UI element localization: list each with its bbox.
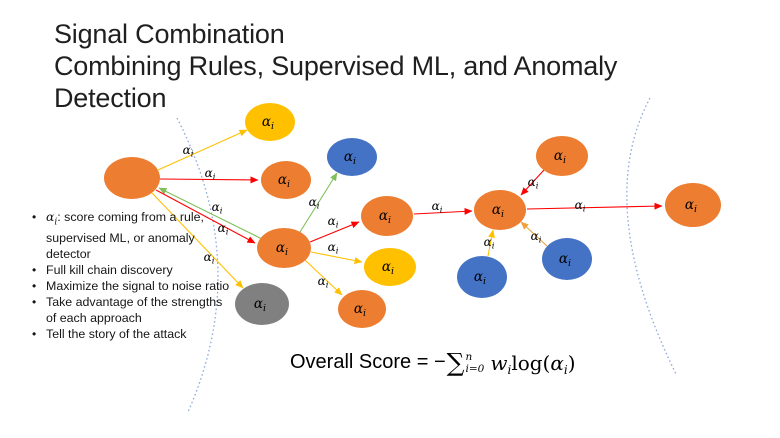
- bullet-item: αi: score coming from a rule, supervised…: [30, 209, 230, 262]
- arc-right: [626, 97, 677, 375]
- alpha-symbol: α: [550, 350, 564, 375]
- node-label: αi: [559, 251, 571, 269]
- edge-label: αi: [528, 175, 539, 192]
- slide-title: Signal Combination Combining Rules, Supe…: [54, 18, 617, 114]
- close-paren: ): [567, 350, 576, 375]
- node-label: αi: [492, 202, 504, 220]
- node-blue-left: [457, 256, 507, 298]
- edge-orangetr-hub: [520, 169, 545, 196]
- node-label: αi: [254, 296, 266, 314]
- node-blue-right: [542, 238, 592, 280]
- edge-label: αi: [328, 240, 339, 257]
- node-label: αi: [554, 148, 566, 166]
- minus-sign: −: [433, 351, 446, 373]
- node-label: αi: [276, 240, 288, 258]
- node-hub: [474, 190, 526, 230]
- node-gray: [235, 283, 289, 325]
- weight-symbol: w: [490, 350, 508, 375]
- node-label: αi: [278, 172, 290, 190]
- title-line-2: Combining Rules, Supervised ML, and Anom…: [54, 51, 618, 81]
- formula-prefix: Overall Score =: [290, 351, 434, 373]
- bullet-item: Full kill chain discovery: [30, 262, 230, 278]
- edge-label: αi: [318, 274, 329, 291]
- sigma-limits: n i=0: [466, 352, 485, 374]
- edge-label: αi: [183, 143, 194, 160]
- bullet-item: Tell the story of the attack: [30, 326, 230, 342]
- node-label: αi: [379, 208, 391, 226]
- node-label: αi: [685, 197, 697, 215]
- edge-hub-sink: [526, 202, 663, 210]
- edge-label: αi: [432, 199, 443, 216]
- edge-label: αi: [309, 195, 320, 212]
- bullet-item: Take advantage of the strengths of each …: [30, 294, 230, 326]
- bullet-list: αi: score coming from a rule, supervised…: [30, 209, 230, 342]
- node-orange-topright: [536, 136, 588, 176]
- node-label: αi: [344, 149, 356, 167]
- node-source: [104, 157, 160, 199]
- node-orange-bottom: [338, 290, 386, 328]
- sigma-upper-limit: n: [465, 351, 473, 364]
- edge-label: αi: [328, 214, 339, 231]
- node-yellow-top: [245, 103, 295, 141]
- weight-subscript: i: [507, 362, 512, 377]
- log-open: log(: [511, 350, 551, 375]
- node-yellow-mid: [364, 248, 416, 286]
- alpha-subscript: i: [563, 362, 568, 377]
- edge-source-yellowtop: [157, 129, 248, 171]
- edge-central-orangemid: [309, 221, 360, 243]
- edge-central-bluetop: [299, 172, 338, 233]
- title-line-1: Signal Combination: [54, 19, 285, 49]
- edge-central-orangebottom: [304, 259, 343, 296]
- bullet-item: Maximize the signal to noise ratio: [30, 278, 230, 294]
- overall-score-formula: Overall Score = − ∑ n i=0 w i log( α i ): [290, 348, 576, 377]
- edge-source-orangeupper: [159, 176, 259, 184]
- sigma-lower-limit: i=0: [465, 362, 485, 375]
- edge-orangemid-hub: [413, 207, 473, 215]
- edge-label: αi: [484, 235, 495, 252]
- edge-central-yellowmid: [310, 251, 363, 264]
- node-orange-upper: [261, 161, 311, 199]
- node-label: αi: [354, 301, 366, 319]
- edge-label: αi: [531, 229, 542, 246]
- title-line-3: Detection: [54, 83, 167, 113]
- node-label: αi: [474, 269, 486, 287]
- node-central: [257, 228, 311, 268]
- edge-label: αi: [575, 198, 586, 215]
- edge-label: αi: [205, 166, 216, 183]
- formula-body: w i log( α i ): [490, 350, 576, 377]
- node-orange-mid: [361, 196, 413, 236]
- edge-blueleft-hub: [487, 229, 496, 257]
- node-label: αi: [382, 259, 394, 277]
- sigma-symbol: ∑: [446, 348, 465, 377]
- node-blue-top: [327, 138, 377, 176]
- node-sink: [665, 183, 721, 227]
- edge-blueright-hub: [520, 221, 548, 247]
- node-label: αi: [262, 114, 274, 132]
